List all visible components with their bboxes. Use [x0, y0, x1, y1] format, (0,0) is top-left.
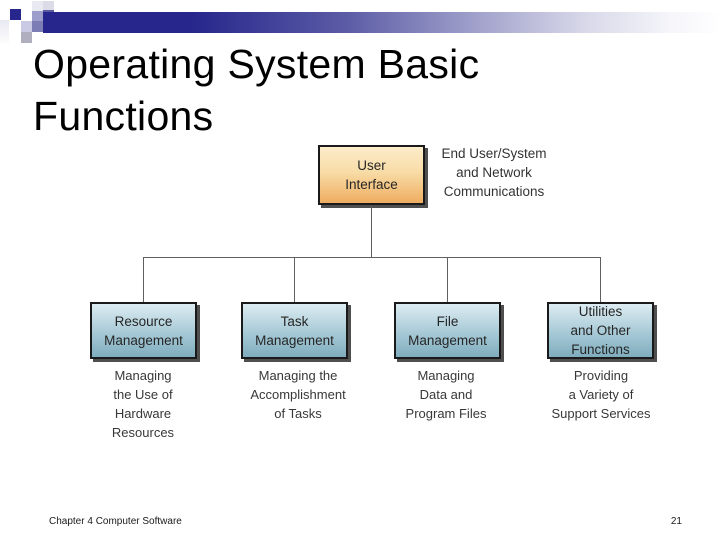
- caption-resource-management: Managing the Use of Hardware Resources: [111, 368, 175, 440]
- pixel-square-pale: [21, 21, 32, 32]
- file-management-box: File Management: [394, 302, 501, 359]
- end-user-note: End User/System and Network Communicatio…: [441, 146, 547, 199]
- footer-text: Chapter 4 Computer Software: [49, 516, 182, 527]
- connector-drop-4: [600, 258, 601, 302]
- caption-utilities-functions: Providing a Variety of Support Services: [551, 368, 651, 421]
- resource-management-box: Resource Management: [90, 302, 197, 359]
- connector-drop-2: [294, 258, 295, 302]
- pixel-square-light-gray: [43, 1, 54, 11]
- caption-file-management: Managing Data and Program Files: [405, 368, 487, 421]
- task-management-box: Task Management: [241, 302, 348, 359]
- page-number: 21: [670, 516, 682, 527]
- slide-title: Operating System Basic Functions: [33, 41, 480, 139]
- connector-stem: [371, 206, 372, 257]
- user-interface-box: User Interface: [318, 145, 425, 205]
- pixel-square-slate: [32, 21, 43, 32]
- connector-drop-1: [143, 258, 144, 302]
- left-edge-strip: [0, 20, 9, 46]
- connector-crossbar: [143, 257, 601, 258]
- pixel-square-lightest: [32, 1, 43, 11]
- pixel-square-periwinkle: [32, 11, 43, 21]
- pixel-square-navy: [10, 9, 21, 20]
- caption-task-management: Managing the Accomplishment of Tasks: [250, 368, 346, 421]
- pixel-square-gray: [21, 32, 32, 43]
- header-gradient-bar: [43, 12, 720, 33]
- utilities-functions-box: Utilities and Other Functions: [547, 302, 654, 359]
- connector-drop-3: [447, 258, 448, 302]
